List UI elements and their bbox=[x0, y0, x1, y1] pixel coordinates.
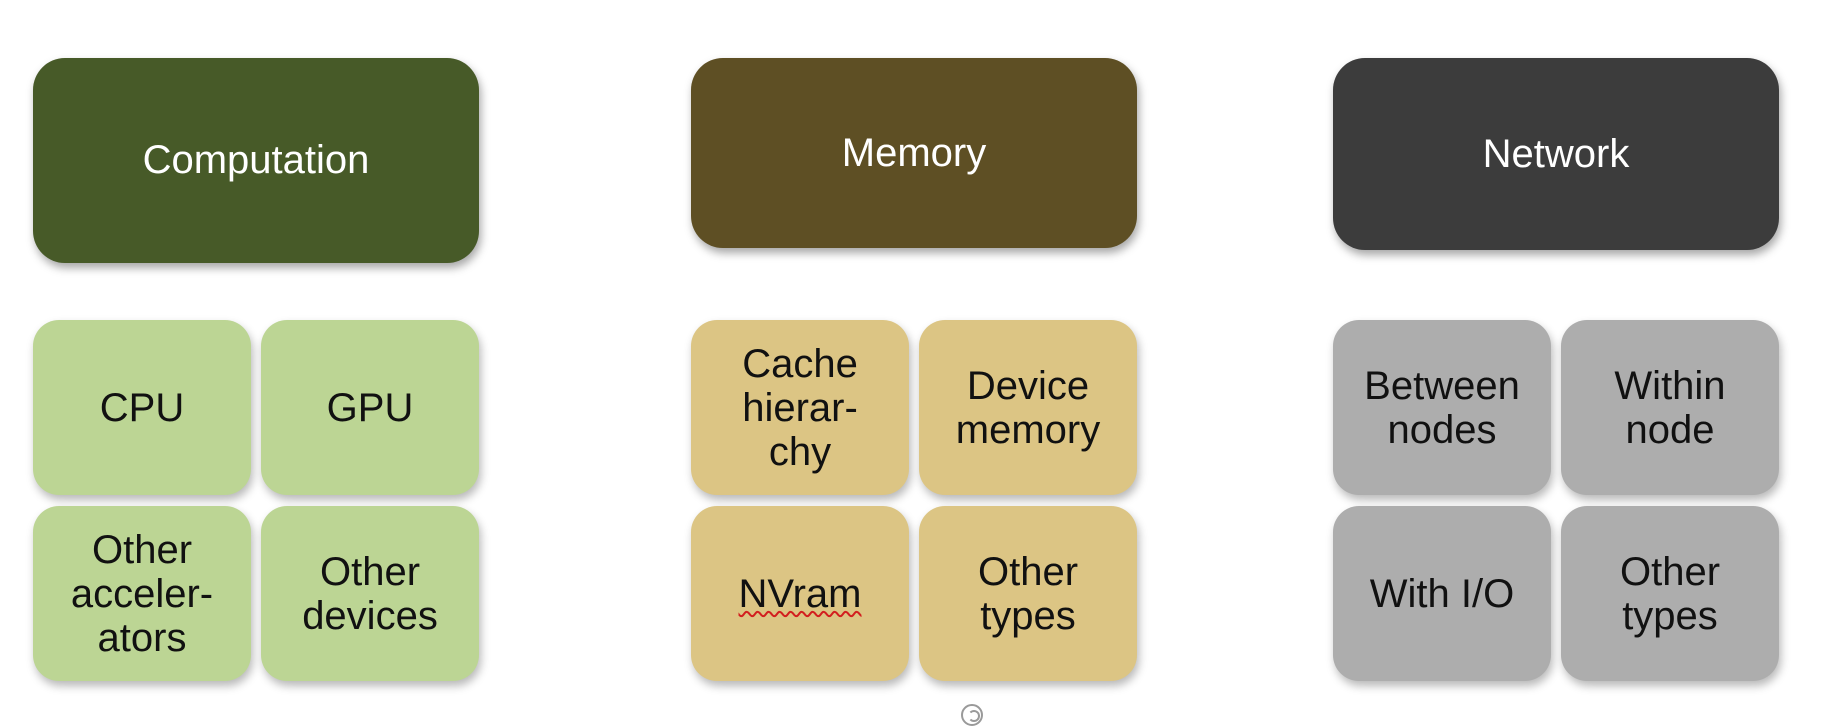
with-io-tile-label: With I/O bbox=[1369, 571, 1515, 616]
memory-column: Memory Cache hierar- chy Device memory N… bbox=[691, 0, 1137, 718]
memory-other-types-tile-label: Other types bbox=[977, 549, 1079, 638]
within-node-tile-label: Within node bbox=[1614, 363, 1726, 452]
device-memory-tile[interactable]: Device memory bbox=[919, 320, 1137, 495]
network-column: Network Between nodes Within node With I… bbox=[1333, 0, 1779, 718]
other-devices-tile-label: Other devices bbox=[302, 549, 438, 638]
network-header[interactable]: Network bbox=[1333, 58, 1779, 250]
cpu-tile-label: CPU bbox=[99, 385, 185, 430]
other-devices-tile[interactable]: Other devices bbox=[261, 506, 479, 681]
gpu-tile[interactable]: GPU bbox=[261, 320, 479, 495]
memory-header[interactable]: Memory bbox=[691, 58, 1137, 248]
cpu-tile[interactable]: CPU bbox=[33, 320, 251, 495]
device-memory-tile-label: Device memory bbox=[955, 363, 1101, 452]
with-io-tile[interactable]: With I/O bbox=[1333, 506, 1551, 681]
memory-header-label: Memory bbox=[841, 130, 987, 175]
cache-hierarchy-tile-label: Cache hierar- chy bbox=[742, 341, 858, 474]
cache-hierarchy-tile[interactable]: Cache hierar- chy bbox=[691, 320, 909, 495]
computation-header[interactable]: Computation bbox=[33, 58, 479, 263]
nvram-tile-label: NVram bbox=[738, 571, 862, 616]
network-other-types-tile-label: Other types bbox=[1619, 549, 1721, 638]
between-nodes-tile-label: Between nodes bbox=[1364, 363, 1520, 452]
network-header-label: Network bbox=[1482, 131, 1630, 176]
computation-header-label: Computation bbox=[142, 138, 370, 182]
other-accelerators-tile[interactable]: Other acceler- ators bbox=[33, 506, 251, 681]
other-accelerators-tile-label: Other acceler- ators bbox=[70, 527, 214, 660]
gpu-tile-label: GPU bbox=[326, 385, 414, 430]
between-nodes-tile[interactable]: Between nodes bbox=[1333, 320, 1551, 495]
network-other-types-tile[interactable]: Other types bbox=[1561, 506, 1779, 681]
computation-column: Computation CPU GPU Other acceler- ators… bbox=[33, 0, 479, 718]
nvram-tile[interactable]: NVram bbox=[691, 506, 909, 681]
within-node-tile[interactable]: Within node bbox=[1561, 320, 1779, 495]
memory-other-types-tile[interactable]: Other types bbox=[919, 506, 1137, 681]
rotate-handle-icon[interactable] bbox=[961, 704, 983, 726]
